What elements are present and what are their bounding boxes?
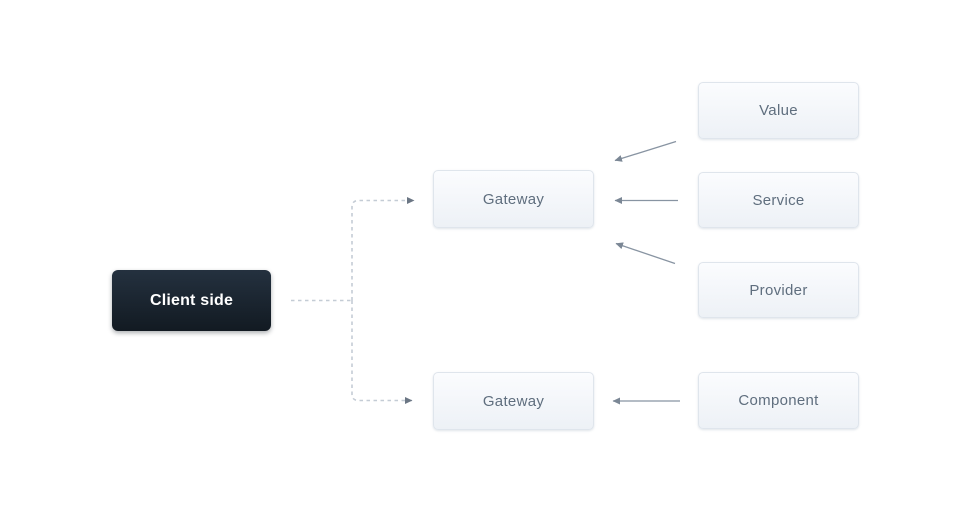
gateway-top-label: Gateway <box>482 190 545 208</box>
edge-client-to-gateway-bottom <box>351 300 413 404</box>
edge-provider-to-gateway-top <box>615 242 676 265</box>
component-node: Component <box>698 372 859 429</box>
value-node: Value <box>698 82 859 139</box>
client-side-node: Client side <box>112 270 271 331</box>
provider-node: Provider <box>698 262 859 318</box>
gateway-bottom-node: Gateway <box>433 372 594 430</box>
provider-label: Provider <box>749 281 808 299</box>
service-label: Service <box>752 191 805 209</box>
value-label: Value <box>759 102 798 119</box>
gateway-top-node: Gateway <box>433 170 594 228</box>
edge-value-to-gateway-top <box>614 140 677 162</box>
service-node: Service <box>698 172 859 228</box>
component-label: Component <box>738 392 819 409</box>
gateway-bottom-label: Gateway <box>482 392 545 410</box>
edge-client-to-gateway-top <box>351 197 415 301</box>
client-side-label: Client side <box>149 291 234 309</box>
